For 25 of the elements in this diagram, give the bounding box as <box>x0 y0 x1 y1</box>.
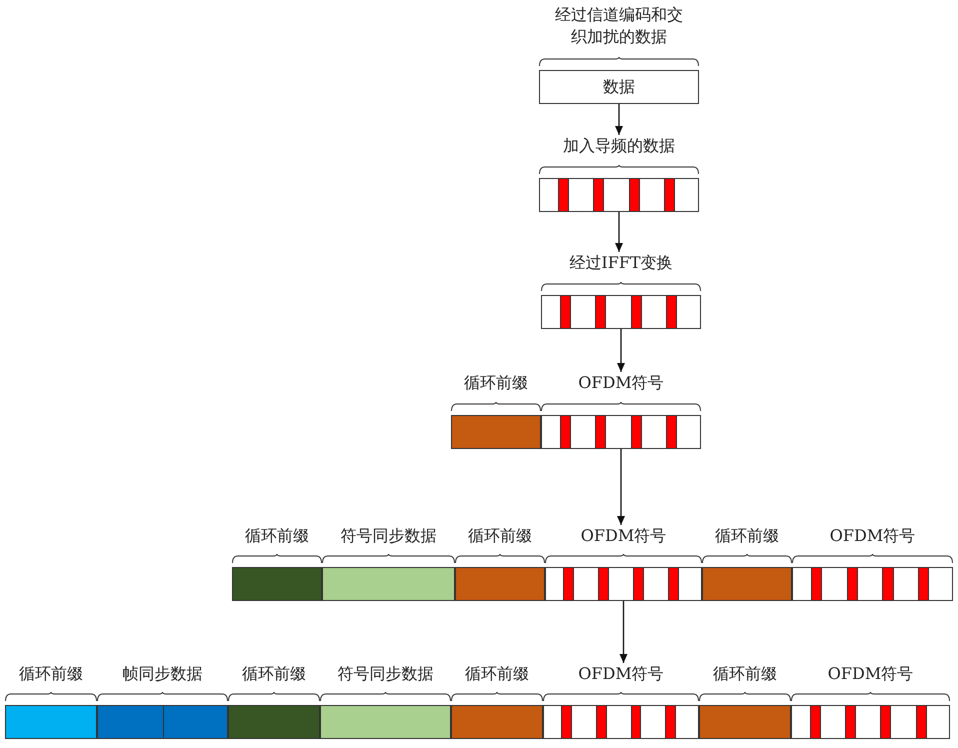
segment-heading: OFDM符号 <box>828 525 916 547</box>
arrow <box>620 601 628 663</box>
block-label: 数据 <box>603 76 635 98</box>
segment-heading: 循环前缀 <box>244 525 310 547</box>
arrow <box>617 449 625 525</box>
segment-heading: 符号同步数据 <box>340 525 438 547</box>
segment-heading: 加入导频的数据 <box>562 135 676 157</box>
segment-heading: 经过IFFT变换 <box>568 252 674 274</box>
segment-heading: 循环前缀 <box>241 663 307 685</box>
segment-heading: 循环前缀 <box>464 663 530 685</box>
segment-heading: 循环前缀 <box>714 525 780 547</box>
segment-heading: OFDM符号 <box>577 663 665 685</box>
segment-heading: 循环前缀 <box>467 525 533 547</box>
arrow <box>615 212 623 252</box>
arrow <box>615 104 623 135</box>
segment-heading: 循环前缀 <box>712 663 778 685</box>
segment-heading: 符号同步数据 <box>336 663 434 685</box>
segment-heading: 循环前缀 <box>463 372 529 394</box>
segment-heading: 循环前缀 <box>18 663 84 685</box>
segment-heading: 经过信道编码和交织加扰的数据 <box>554 4 684 48</box>
segment-heading: OFDM符号 <box>577 372 665 394</box>
segment-heading: OFDM符号 <box>580 525 668 547</box>
arrow <box>617 329 625 372</box>
segment-heading: OFDM符号 <box>826 663 914 685</box>
segment-heading: 帧同步数据 <box>122 663 204 685</box>
